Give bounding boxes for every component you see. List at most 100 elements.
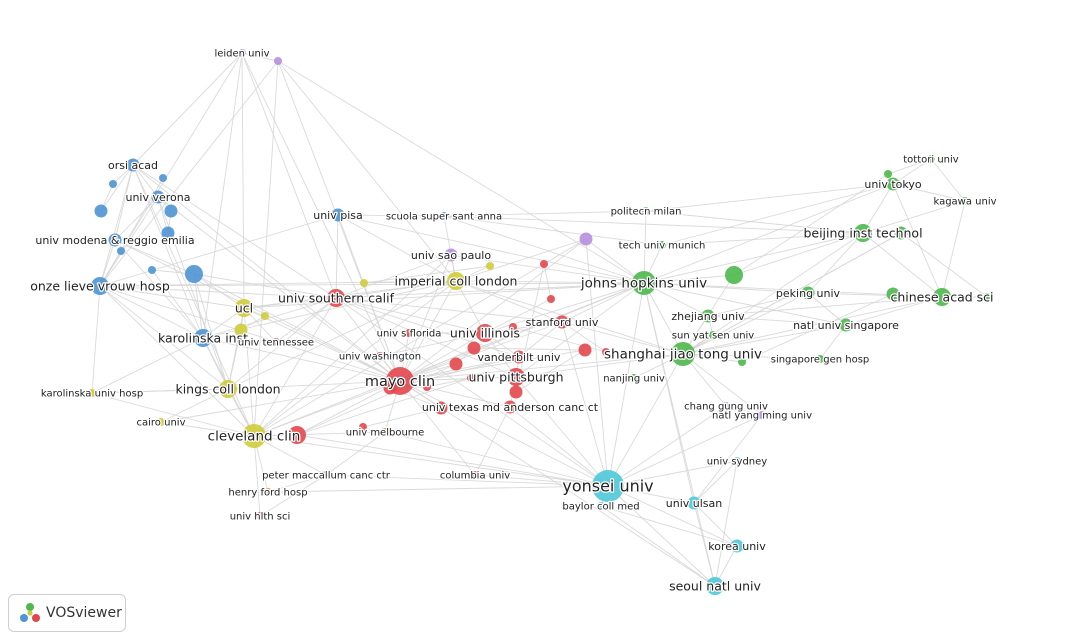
node-peking[interactable] xyxy=(801,286,815,300)
node-orsi[interactable] xyxy=(126,158,140,172)
node-kagawa[interactable] xyxy=(961,197,969,205)
link-modena-b6 xyxy=(114,239,195,275)
node-g3[interactable] xyxy=(886,287,900,301)
node-r4[interactable] xyxy=(578,343,592,357)
node-illinois[interactable] xyxy=(476,324,494,342)
node-cleveland[interactable] xyxy=(242,424,266,448)
node-peter[interactable] xyxy=(322,471,330,479)
node-g4[interactable] xyxy=(738,358,746,366)
node-y4[interactable] xyxy=(234,323,248,337)
node-r9[interactable] xyxy=(602,348,610,356)
node-pittsburgh[interactable] xyxy=(507,368,525,386)
node-columbia[interactable] xyxy=(471,471,479,479)
node-p_mid[interactable] xyxy=(579,232,593,246)
node-yonsei[interactable] xyxy=(592,470,624,502)
node-tennessee[interactable] xyxy=(272,338,280,346)
node-nanjing[interactable] xyxy=(630,374,638,382)
node-y2[interactable] xyxy=(360,279,368,287)
node-nus[interactable] xyxy=(839,318,853,332)
node-y1[interactable] xyxy=(486,262,494,270)
node-r2[interactable] xyxy=(449,357,463,371)
node-tum[interactable] xyxy=(658,241,666,249)
node-imperial[interactable] xyxy=(447,272,465,290)
node-sydney[interactable] xyxy=(733,457,741,465)
node-ucl[interactable] xyxy=(235,299,253,317)
link-nus-sgh xyxy=(819,324,847,360)
node-karolinska[interactable] xyxy=(194,329,212,347)
node-sysu[interactable] xyxy=(709,331,717,339)
node-henryford[interactable] xyxy=(264,488,272,496)
node-leiden[interactable] xyxy=(238,49,246,57)
node-bit[interactable] xyxy=(854,224,872,242)
node-cas[interactable] xyxy=(933,288,951,306)
node-kings[interactable] xyxy=(219,380,237,398)
node-r3[interactable] xyxy=(467,341,481,355)
node-r1[interactable] xyxy=(288,426,306,444)
node-r12[interactable] xyxy=(383,381,397,395)
node-baylor[interactable] xyxy=(597,502,605,510)
node-p_top2[interactable] xyxy=(274,57,282,65)
node-r11[interactable] xyxy=(434,401,448,415)
node-verona[interactable] xyxy=(151,190,165,204)
node-jhu[interactable] xyxy=(632,271,656,295)
node-r14[interactable] xyxy=(467,374,475,382)
node-g6[interactable] xyxy=(894,226,908,240)
node-stanford[interactable] xyxy=(555,315,569,329)
node-washington[interactable] xyxy=(376,352,384,360)
node-b8[interactable] xyxy=(117,247,125,255)
link-scuola-polimi xyxy=(443,210,647,217)
link-yonsei-henryford xyxy=(267,485,609,493)
node-korea[interactable] xyxy=(730,539,744,553)
node-seoul[interactable] xyxy=(706,577,724,595)
node-karol_hosp[interactable] xyxy=(88,389,96,397)
node-scuola[interactable] xyxy=(440,212,448,220)
node-b3[interactable] xyxy=(164,204,178,218)
node-r5[interactable] xyxy=(509,385,523,399)
node-cairo[interactable] xyxy=(157,418,165,426)
node-hlthsci[interactable] xyxy=(256,512,264,520)
node-saopaulo[interactable] xyxy=(444,248,458,262)
link-onze-karol_hosp xyxy=(91,285,101,394)
node-usc[interactable] xyxy=(327,289,345,307)
node-tokyo[interactable] xyxy=(886,177,900,191)
node-vanderbilt[interactable] xyxy=(512,350,526,364)
node-r6[interactable] xyxy=(540,260,548,268)
node-usflorida[interactable] xyxy=(405,329,413,337)
node-b4[interactable] xyxy=(161,226,175,240)
node-zhejiang[interactable] xyxy=(701,309,715,323)
node-g2[interactable] xyxy=(884,170,892,178)
node-mdanderson[interactable] xyxy=(503,400,517,414)
link-r13-r14 xyxy=(426,377,472,388)
node-r10[interactable] xyxy=(359,423,367,431)
node-b7[interactable] xyxy=(159,174,167,182)
node-r8[interactable] xyxy=(509,323,517,331)
node-changgung[interactable] xyxy=(722,402,730,410)
node-b6[interactable] xyxy=(185,265,203,283)
node-sjtu[interactable] xyxy=(671,342,695,366)
node-g5[interactable] xyxy=(983,293,991,301)
node-b2[interactable] xyxy=(94,204,108,218)
node-b1[interactable] xyxy=(109,180,117,188)
node-r13[interactable] xyxy=(423,383,431,391)
node-melbourne[interactable] xyxy=(381,428,389,436)
node-polimi[interactable] xyxy=(642,207,650,215)
node-b5[interactable] xyxy=(148,266,156,274)
node-y3[interactable] xyxy=(261,312,269,320)
link-y4-kings xyxy=(227,329,242,390)
link-orsi-b2 xyxy=(100,164,134,212)
node-g1[interactable] xyxy=(725,266,743,284)
link-verona-modena xyxy=(114,196,159,241)
node-sgh[interactable] xyxy=(816,355,824,363)
node-tottori[interactable] xyxy=(927,155,935,163)
node-yangming[interactable] xyxy=(758,411,766,419)
node-ulsan[interactable] xyxy=(687,496,701,510)
node-onze[interactable] xyxy=(91,277,109,295)
node-label-karol_hosp: karolinska univ hosp xyxy=(41,389,143,400)
link-usc-illinois xyxy=(335,297,486,334)
link-mayo-jhu xyxy=(399,282,645,382)
node-r7[interactable] xyxy=(547,295,555,303)
node-modena[interactable] xyxy=(108,233,122,247)
node-pisa[interactable] xyxy=(331,208,345,222)
vosviewer-badge[interactable]: VOSviewer xyxy=(8,594,126,632)
